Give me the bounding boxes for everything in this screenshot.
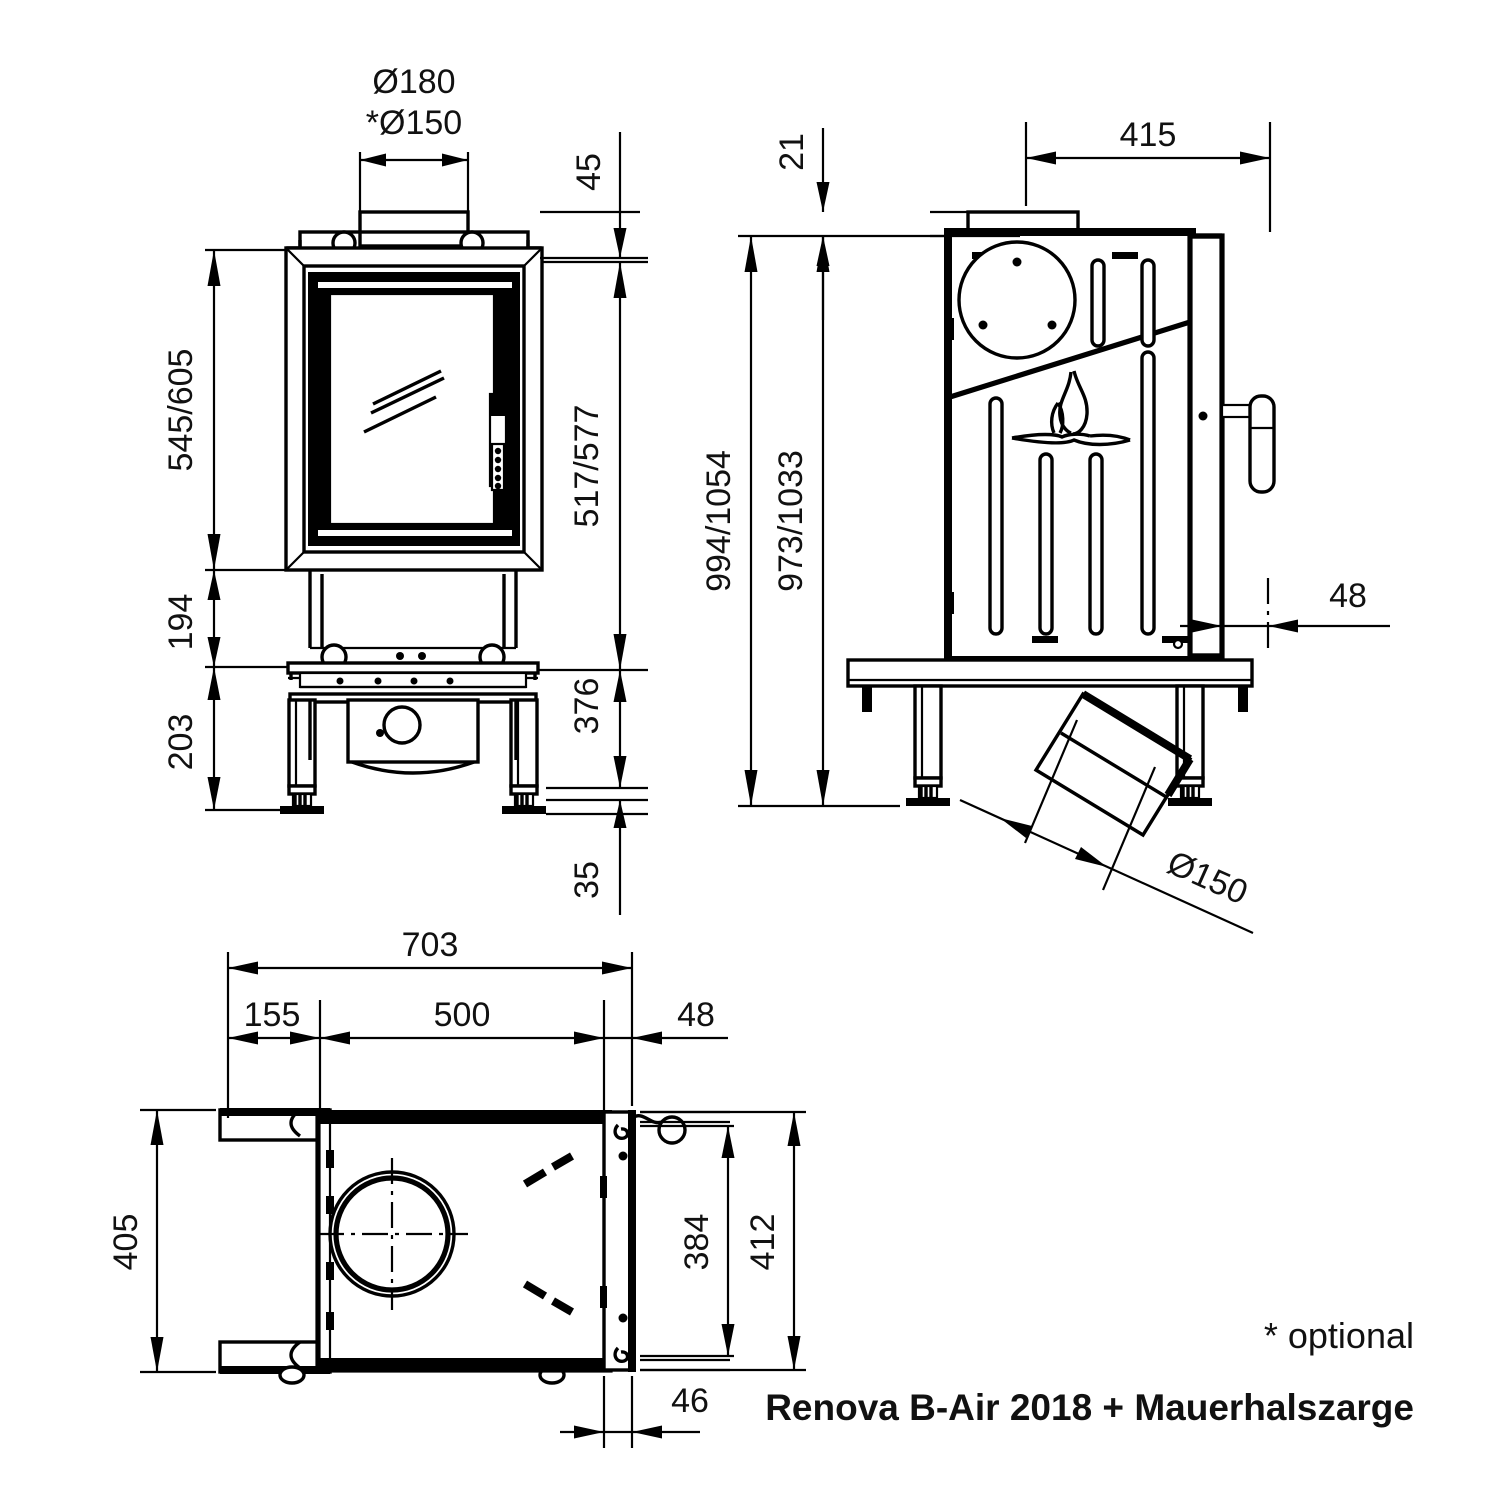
dim-body-height: 973/1033 (772, 450, 810, 592)
dim-flue-diameter-optional: *Ø150 (366, 104, 462, 142)
flue-circle-icon (957, 240, 1077, 360)
plan-baffle-marks (522, 1152, 575, 1316)
dim-door-height: 545/605 (162, 349, 200, 472)
dim-plan-left-wing: 155 (244, 996, 301, 1034)
plan-view-dimensions: 703 155 500 48 405 384 41 (107, 926, 806, 1448)
door-handle-icon[interactable] (488, 392, 516, 492)
dim-flue-diameter: Ø180 (372, 63, 455, 101)
dim-lower-body: 194 (162, 594, 200, 651)
front-ash-pan (346, 698, 480, 775)
optional-footnote: * optional (1264, 1315, 1414, 1356)
dim-plan-frame-depth: 412 (744, 1214, 782, 1271)
dim-top-offset: 45 (570, 153, 608, 191)
plan-view-group (218, 1108, 730, 1385)
side-door-handle[interactable] (1220, 394, 1276, 494)
dim-plan-right-offset: 48 (677, 996, 715, 1034)
front-view-dimensions: Ø180 *Ø150 45 545/605 194 203 517/57 (162, 63, 648, 915)
side-base-slab (846, 658, 1254, 688)
dim-plan-overall-depth: 405 (107, 1214, 145, 1271)
dim-overall-height: 994/1054 (700, 450, 738, 592)
dim-body-to-base: 517/577 (568, 405, 606, 528)
dim-plan-inner-depth: 384 (678, 1214, 716, 1271)
side-view-dimensions: 21 994/1054 973/1033 415 48 (700, 116, 1390, 935)
dim-top-collar: 21 (773, 133, 811, 171)
glass-reflection-icon (363, 369, 445, 434)
front-elevation-group (280, 210, 546, 814)
side-elevation-group (846, 210, 1276, 838)
dim-plan-rear-lip: 46 (671, 1382, 709, 1420)
dim-base-block: 376 (568, 678, 606, 735)
dim-depth: 415 (1120, 116, 1177, 154)
dim-rear-offset: 48 (1329, 577, 1367, 615)
side-body (944, 228, 1225, 664)
side-air-intake-duct (1033, 690, 1194, 838)
front-legs (280, 698, 546, 814)
dim-plan-overall-width: 703 (402, 926, 459, 964)
dim-plan-body-width: 500 (434, 996, 491, 1034)
plan-right-frame (600, 1110, 730, 1372)
plan-flue-circle-icon (318, 1158, 468, 1310)
front-door-glass (328, 292, 496, 526)
flame-icon (1011, 370, 1131, 447)
front-base-frame (286, 661, 540, 704)
dim-foot-clearance: 35 (568, 861, 606, 899)
drawing-title: Renova B-Air 2018 + Mauerhalszarge (765, 1387, 1414, 1428)
dim-leg-height: 203 (162, 714, 200, 771)
